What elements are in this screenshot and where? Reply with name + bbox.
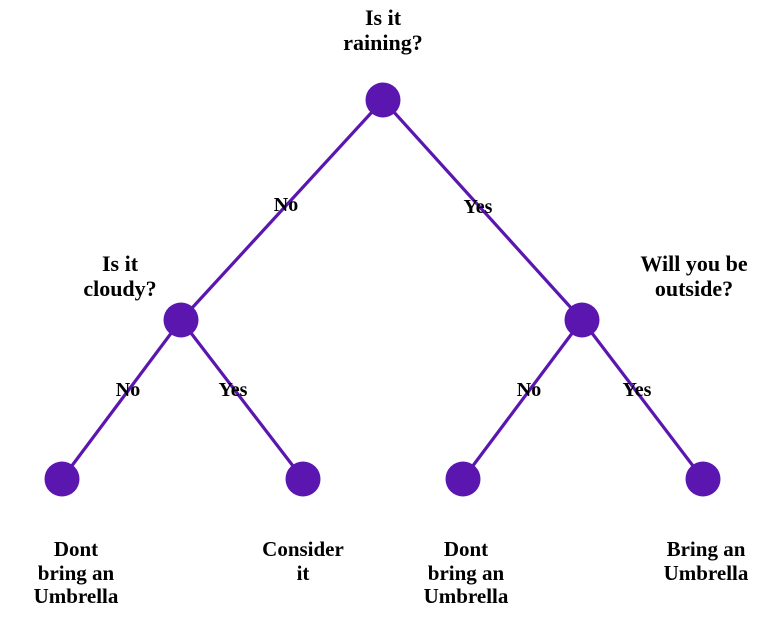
node-leaf-3[interactable]: [445, 461, 481, 497]
edge-outside-to-leaf-3: [461, 319, 584, 480]
node-group: [44, 82, 721, 497]
node-label-outside: Will you be outside?: [640, 251, 748, 301]
node-leaf-1[interactable]: [44, 461, 80, 497]
edge-cloudy-to-leaf-1: [60, 319, 183, 480]
edge-group: [60, 98, 705, 480]
node-root[interactable]: [365, 82, 401, 118]
edge-label-root-no: No: [273, 194, 299, 216]
edge-cloudy-to-leaf-2: [179, 319, 305, 480]
node-cloudy[interactable]: [163, 302, 199, 338]
edge-root-to-outside: [381, 98, 584, 322]
leaf-label-3: Dont bring an Umbrella: [423, 537, 509, 609]
node-leaf-2[interactable]: [285, 461, 321, 497]
node-leaf-4[interactable]: [685, 461, 721, 497]
node-label-root: Is it raining?: [343, 5, 423, 55]
edge-outside-to-leaf-4: [580, 319, 705, 480]
edge-root-to-cloudy: [179, 98, 385, 322]
node-outside[interactable]: [564, 302, 600, 338]
edge-label-outside-no: No: [516, 379, 542, 401]
edge-label-cloudy-no: No: [115, 379, 141, 401]
edge-label-cloudy-yes: Yes: [218, 379, 248, 401]
leaf-label-2: Consider it: [262, 537, 344, 585]
node-label-cloudy: Is it cloudy?: [83, 251, 157, 301]
leaf-label-1: Dont bring an Umbrella: [33, 537, 119, 609]
leaf-label-4: Bring an Umbrella: [663, 537, 749, 585]
edge-label-root-yes: Yes: [463, 196, 493, 218]
edge-label-outside-yes: Yes: [622, 379, 652, 401]
